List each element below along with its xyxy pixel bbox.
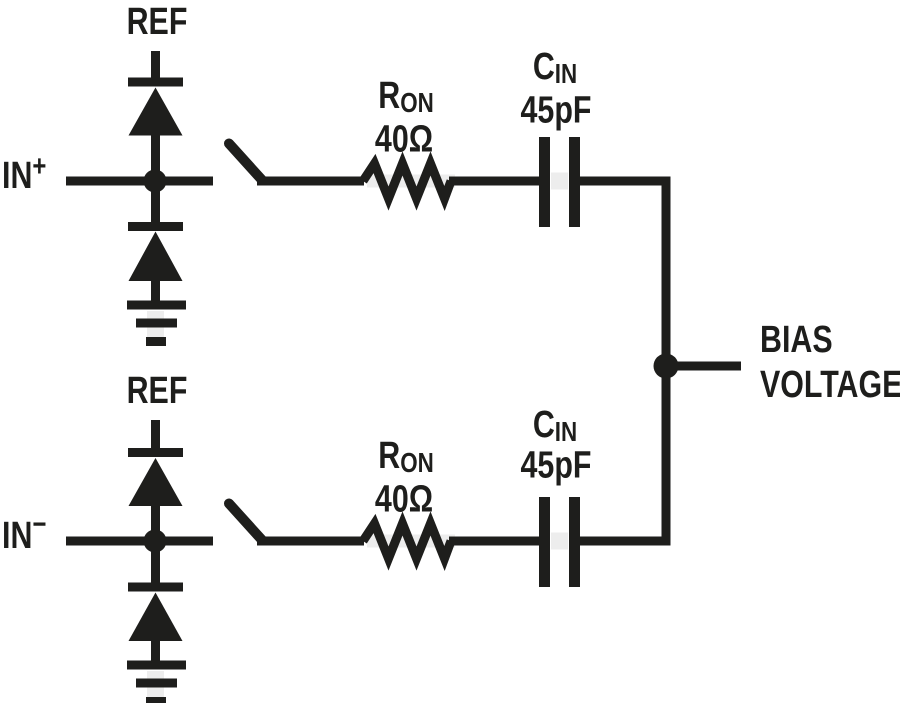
channel-in-minus: REF IN− RON 40Ω CIN 45pF: [2, 370, 592, 703]
ref-label: REF: [127, 370, 188, 412]
bias-voltage-label-line1: BIAS: [760, 319, 833, 361]
capacitor-name-label: CIN: [533, 404, 577, 448]
ref-label: REF: [127, 1, 188, 43]
capacitor-name-label: CIN: [533, 46, 577, 90]
render-artifact: [551, 532, 568, 550]
resistor-symbol: [359, 511, 456, 572]
switch-arm: [224, 138, 267, 185]
resistor-symbol: [359, 151, 456, 212]
input-label-in-plus: IN+: [2, 148, 46, 196]
diode-to-ref: [128, 458, 183, 506]
capacitor-value-label: 45pF: [521, 89, 592, 131]
capacitor-symbol: [539, 137, 580, 227]
input-label-in-minus: IN−: [2, 506, 46, 556]
resistor-name-label: RON: [378, 435, 434, 479]
switch-arm: [224, 498, 267, 545]
output-section: BIAS VOLTAGE: [579, 176, 900, 546]
capacitor-symbol: [539, 497, 580, 587]
output-bus-wire: [579, 176, 671, 546]
resistor-name-label: RON: [378, 75, 434, 119]
diode-from-ground: [128, 592, 183, 641]
capacitor-value-label: 45pF: [521, 444, 592, 486]
resistor-value-label: 40Ω: [375, 478, 433, 520]
diode-to-ref: [128, 87, 183, 136]
bias-voltage-label-line2: VOLTAGE: [760, 364, 900, 406]
diode-from-ground: [128, 231, 183, 281]
ground-symbol: [127, 300, 186, 346]
render-artifact: [551, 172, 568, 190]
ground-symbol: [127, 660, 186, 703]
resistor-value-label: 40Ω: [375, 118, 433, 160]
channel-in-plus: REF IN+ RON 40Ω CIN 45pF: [2, 1, 592, 346]
